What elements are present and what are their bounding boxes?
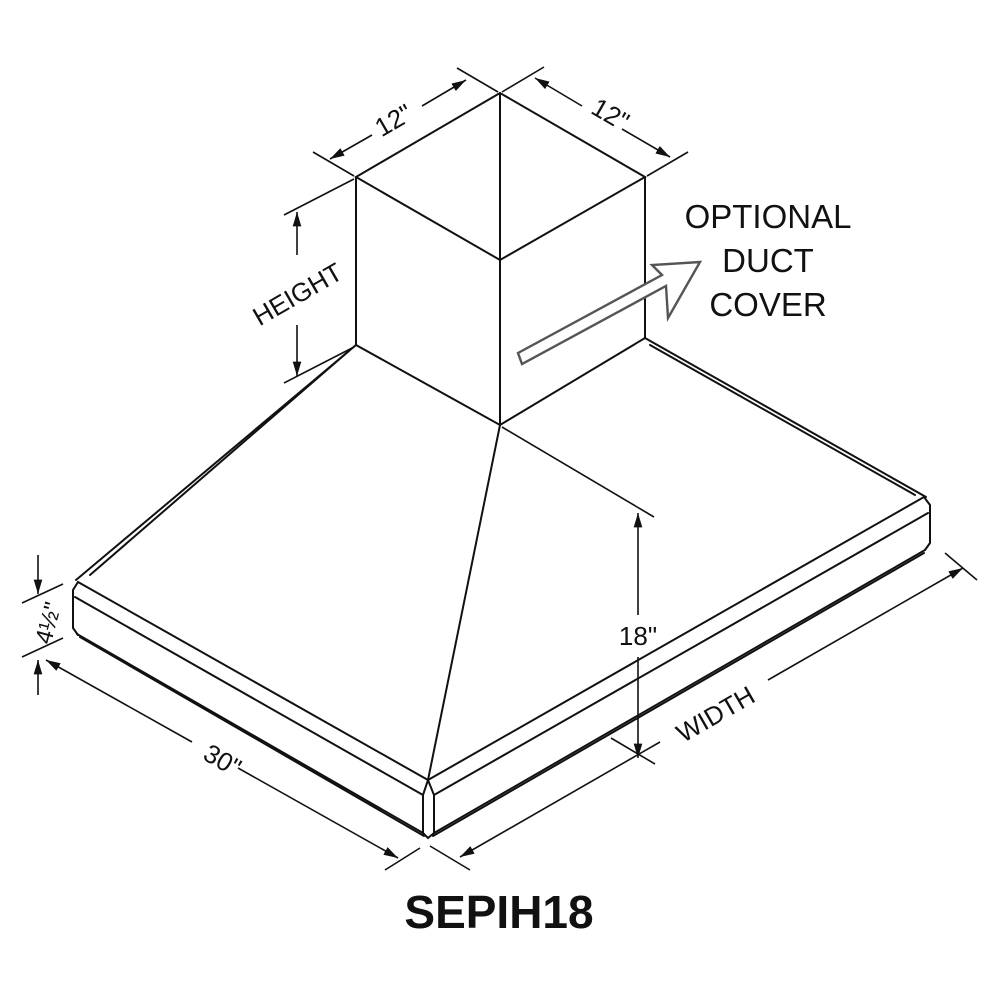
dimension-duct-width: 12" <box>501 66 689 177</box>
dimension-hood-depth: 30" <box>45 659 421 871</box>
callout-optional-duct-cover: OPTIONAL DUCT COVER <box>685 198 852 323</box>
model-title: SEPIH18 <box>404 886 593 938</box>
hood-height-label: 18" <box>619 621 657 651</box>
duct-width-label: 12" <box>586 92 634 137</box>
hood-depth-label: 30" <box>198 738 246 783</box>
dimension-rim-height: 4½" <box>21 555 67 695</box>
callout-line-3: COVER <box>709 286 826 323</box>
callout-arrow-icon <box>516 260 703 366</box>
callout-line-2: DUCT <box>722 242 814 279</box>
hood-body <box>72 337 931 840</box>
dimension-hood-height: 18" <box>501 426 657 765</box>
dimension-duct-height: HEIGHT <box>247 178 355 384</box>
duct-depth-label: 12" <box>369 98 417 143</box>
dimension-hood-width: WIDTH <box>429 552 978 871</box>
dimension-duct-depth: 12" <box>312 67 499 177</box>
rim-height-label: 4½" <box>30 599 67 646</box>
duct-cover <box>354 91 648 427</box>
duct-height-label: HEIGHT <box>247 257 347 332</box>
callout-line-1: OPTIONAL <box>685 198 852 235</box>
